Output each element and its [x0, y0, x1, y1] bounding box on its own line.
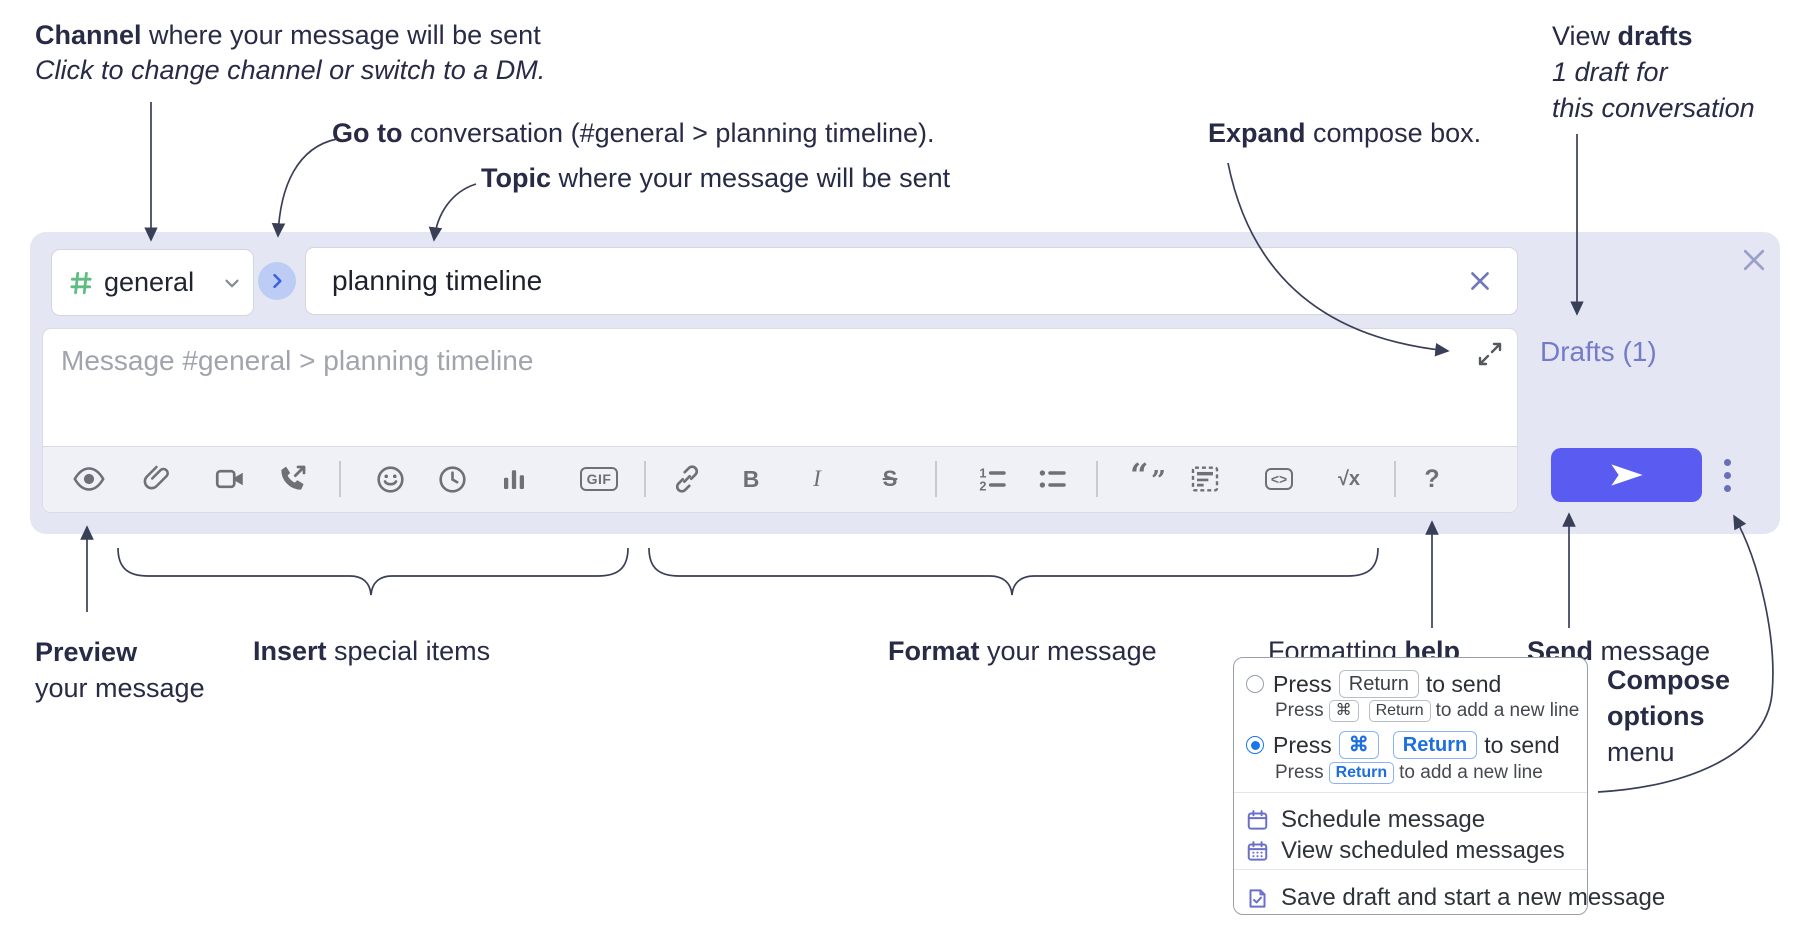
return-key: Return [1392, 731, 1478, 759]
send-button[interactable] [1551, 448, 1702, 502]
cmd-key: ⌘ [1338, 731, 1379, 759]
annotation-format: Format your message [888, 636, 1157, 666]
add-global-time-icon[interactable] [432, 459, 472, 499]
compose-options-popup: Press Return to send Press ⌘ Return to a… [1233, 657, 1665, 915]
drafts-link[interactable]: Drafts (1) [1540, 336, 1657, 367]
expand-compose-icon[interactable] [1477, 341, 1503, 367]
calendar-grid-icon [1247, 840, 1268, 861]
popup-separator [1234, 792, 1587, 793]
return-key: Return [1328, 762, 1395, 784]
start-voice-call-icon[interactable] [272, 459, 312, 499]
send-plane-icon [1610, 464, 1643, 486]
link-icon[interactable] [667, 459, 707, 499]
cmd-key: ⌘ [1328, 700, 1359, 722]
topic-clear-icon[interactable] [1466, 267, 1494, 295]
svg-text:1: 1 [979, 467, 986, 481]
channel-hash-icon [68, 270, 94, 296]
message-formatting-help-icon[interactable]: ? [1424, 464, 1440, 493]
annotation-goto: Go to conversation (#general > planning … [332, 118, 935, 148]
go-to-conversation-button[interactable] [258, 262, 296, 300]
message-input[interactable]: Message #general > planning timeline [42, 328, 1518, 513]
emoji-icon[interactable] [370, 459, 410, 499]
compose-options-menu-button[interactable] [1716, 449, 1738, 501]
calendar-icon [1247, 809, 1268, 830]
menu-item-view-scheduled-messages[interactable]: View scheduled messages [1247, 837, 1565, 865]
return-key: Return [1338, 670, 1419, 698]
add-gif-icon[interactable]: GIF [579, 459, 619, 499]
arrow-goto [271, 138, 338, 238]
attach-file-icon[interactable] [137, 459, 177, 499]
toolbar-divider [339, 461, 341, 497]
svg-text:2: 2 [979, 479, 986, 493]
quote-icon[interactable]: “” [1130, 456, 1166, 496]
annotation-preview: Preview your message [35, 637, 205, 703]
annotation-channel: Channel where your message will be sent … [35, 20, 546, 85]
chevron-right-icon [273, 273, 282, 289]
annotation-compose-options: Compose options menu [1607, 665, 1731, 767]
italic-icon[interactable]: I [813, 466, 821, 491]
add-poll-icon[interactable] [494, 459, 534, 499]
toolbar-divider [644, 461, 646, 497]
math-icon[interactable]: √x [1337, 467, 1361, 490]
channel-name: general [104, 267, 195, 297]
send-option-enter-subtext: Press ⌘ Return to add a new line [1275, 700, 1580, 722]
toolbar-divider [1394, 461, 1396, 497]
popup-separator [1234, 869, 1587, 870]
brace-insert [117, 547, 629, 596]
annotation-expand: Expand compose box. [1208, 118, 1482, 148]
radio-selected-icon[interactable] [1246, 736, 1264, 754]
send-option-enter[interactable]: Press Return to send [1246, 670, 1501, 698]
radio-unselected-icon[interactable] [1246, 675, 1264, 693]
return-key: Return [1368, 700, 1431, 722]
draft-check-icon [1249, 888, 1266, 908]
toolbar-divider [1096, 461, 1098, 497]
annotation-view-drafts: View drafts 1 draft for this conversatio… [1552, 21, 1755, 123]
annotation-insert: Insert special items [253, 636, 491, 666]
message-placeholder: Message #general > planning timeline [61, 345, 534, 376]
menu-item-schedule-message[interactable]: Schedule message [1247, 806, 1485, 834]
chevron-down-icon [221, 272, 243, 294]
send-option-cmd-enter-subtext: Press Return to add a new line [1275, 762, 1543, 784]
brace-format [648, 547, 1379, 596]
code-icon[interactable]: <> [1259, 459, 1299, 499]
bulleted-list-icon[interactable] [1032, 459, 1072, 499]
compose-box: general Message #general > planning time… [30, 232, 1780, 534]
spoiler-icon[interactable] [1185, 459, 1225, 499]
topic-input[interactable] [305, 247, 1518, 315]
channel-selector[interactable]: general [51, 249, 254, 316]
menu-item-save-draft[interactable]: Save draft and start a new message [1247, 884, 1665, 912]
toolbar-divider [935, 461, 937, 497]
strikethrough-icon[interactable]: S [882, 466, 898, 491]
start-video-call-icon[interactable] [210, 459, 250, 499]
bold-icon[interactable]: B [742, 465, 760, 492]
send-option-cmd-enter[interactable]: Press ⌘ Return to send [1246, 731, 1560, 759]
close-compose-icon[interactable] [1738, 244, 1770, 276]
preview-icon[interactable] [69, 459, 109, 499]
annotation-topic: Topic where your message will be sent [481, 163, 951, 193]
